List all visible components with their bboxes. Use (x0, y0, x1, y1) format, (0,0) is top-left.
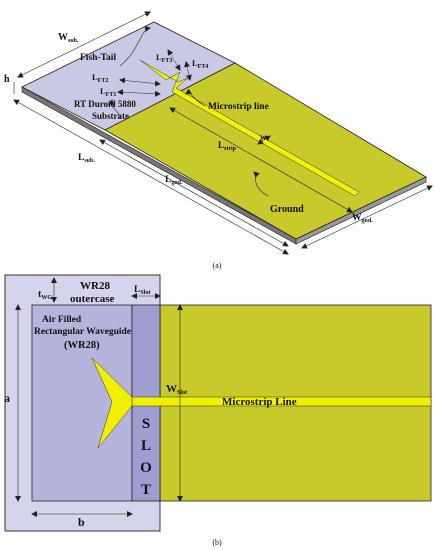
slot-letter-1: S (142, 416, 150, 432)
dim-lft3 (167, 49, 181, 71)
label-twg: tWG (38, 289, 52, 301)
pointer-substrate (108, 99, 121, 119)
label-air-2: Rectangular Waveguide (34, 327, 131, 337)
label-a: a (4, 391, 10, 405)
slot-letter-2: L (141, 438, 151, 454)
label-substrate-1: RT Duroid 5880 (74, 99, 136, 109)
dim-w (257, 135, 271, 145)
label-microstrip-b: Microstrip Line (222, 396, 297, 408)
caption-b: (b) (212, 538, 222, 547)
dim-wsub (17, 11, 151, 78)
pointer-ground (253, 171, 269, 197)
label-substrate-2: Substrate (92, 111, 129, 121)
label-air-1: Air Filled (42, 315, 82, 325)
label-h: h (4, 74, 10, 85)
label-ground: Ground (270, 204, 304, 215)
slot-letter-4: T (141, 482, 151, 498)
label-lstrip: Lstrip (218, 140, 237, 152)
label-microstrip: Microstrip line (208, 102, 269, 112)
label-wsub: Wsub. (58, 32, 79, 44)
pointer-fishtail (119, 26, 151, 67)
label-lft4: LFT4 (192, 58, 208, 70)
fish-tail-b (91, 357, 133, 449)
dim-lstrip (169, 107, 353, 213)
label-wslot: WSlot (166, 383, 187, 396)
label-lgnd: Lgnd. (165, 175, 183, 186)
label-outercase: outercase (70, 293, 115, 305)
dim-wgnd (301, 185, 433, 249)
label-b: b (78, 515, 85, 529)
caption-a: (a) (213, 261, 222, 270)
label-lsub: Lsub. (78, 153, 95, 164)
pointer-microstrip (185, 88, 206, 107)
panel-b: WR28 outercase tWG LSlot Air Filled Rect… (4, 274, 432, 547)
label-fish-tail: Fish-Tail (80, 53, 116, 63)
label-air-3: (WR28) (64, 340, 100, 351)
label-lft3: LFT3 (156, 52, 172, 64)
dim-lft1 (117, 89, 161, 97)
slot-letter-3: O (140, 460, 152, 476)
label-lft1: LFT1 (100, 86, 116, 98)
label-lft2: LFT2 (92, 72, 108, 84)
label-lslot: LSlot (134, 285, 150, 296)
label-w: w (260, 132, 267, 142)
panel-a: Wsub. h Fish-Tail LFT3 LFT4 LFT2 LFT1 RT… (4, 11, 433, 270)
dim-lft2 (119, 77, 161, 87)
label-wgnd: Wgnd. (352, 213, 373, 224)
label-wr28: WR28 (80, 280, 110, 292)
dim-lft4 (184, 61, 192, 81)
